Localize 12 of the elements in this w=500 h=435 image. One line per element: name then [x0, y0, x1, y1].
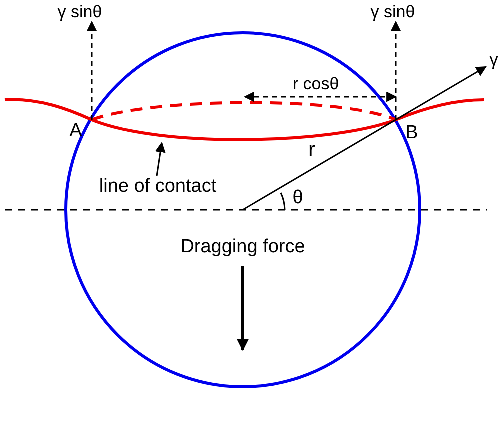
radius-label: r: [308, 140, 316, 160]
point-label: A: [70, 122, 82, 140]
point-label: B: [406, 124, 418, 142]
callout-text: line of contact: [99, 176, 217, 196]
dimension-label: r cosθ: [292, 76, 340, 92]
force-label: γ: [490, 52, 498, 68]
angle-label: θ: [292, 188, 304, 208]
force-label: γ sinθ: [58, 4, 102, 20]
leader-line: [155, 142, 166, 176]
force-label: γ sinθ: [370, 4, 416, 20]
contact-line: [4, 98, 484, 142]
force-label: Dragging force: [180, 238, 306, 256]
